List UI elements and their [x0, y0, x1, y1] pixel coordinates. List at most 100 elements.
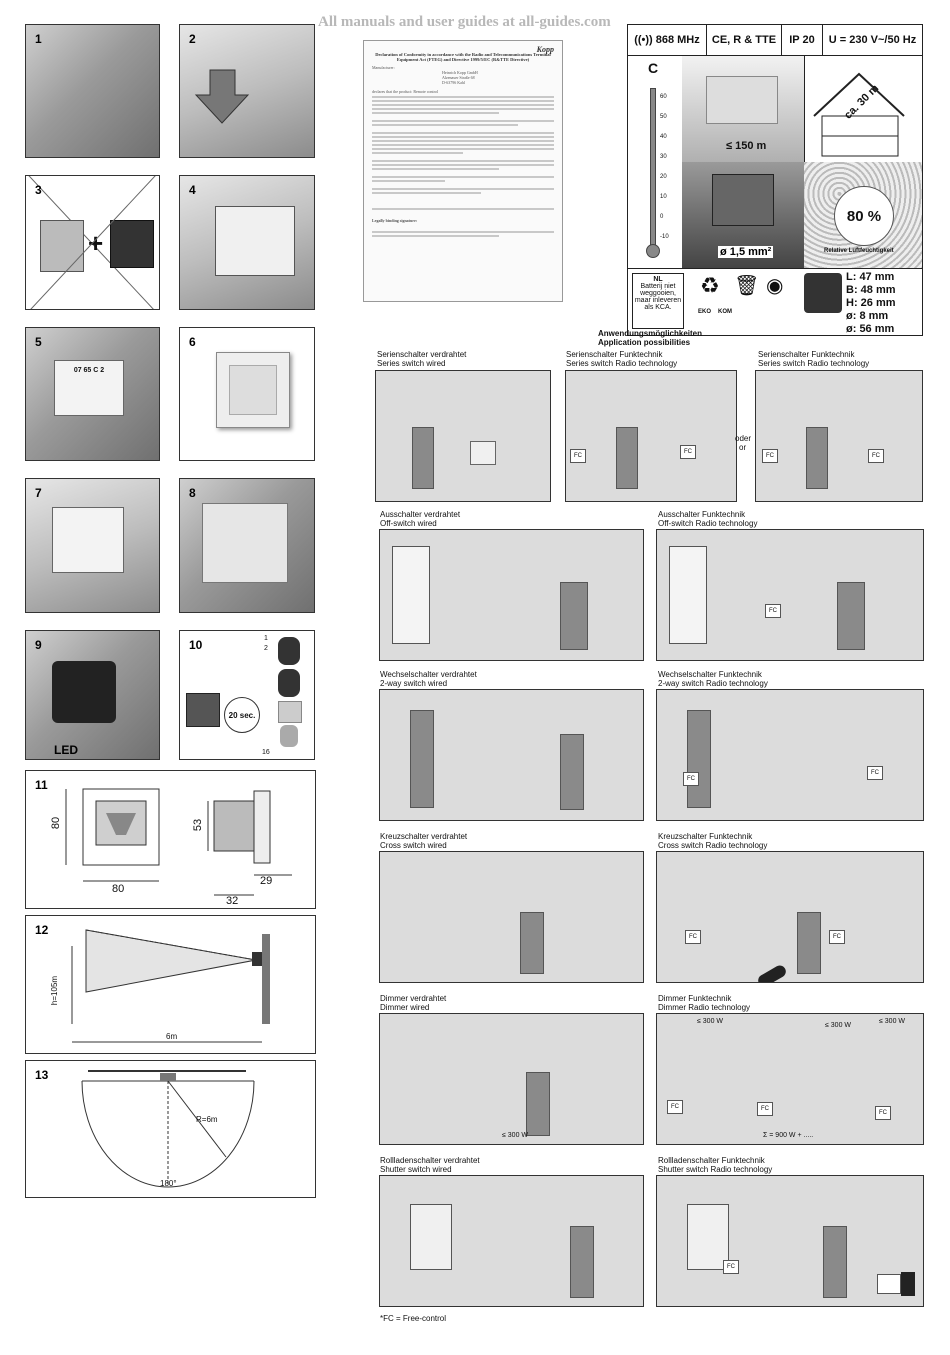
- temperature-tick: 50: [660, 114, 667, 120]
- two-way-radio-room: FC FC: [656, 689, 924, 821]
- temperature-tick: 10: [660, 194, 667, 200]
- dimension-value: H: 26 mm: [846, 297, 896, 309]
- cross-radio-room: FC FC: [656, 851, 924, 983]
- step-2-photo: 2: [179, 24, 315, 158]
- dimension-drawing: [65, 788, 292, 896]
- step-number: 11: [35, 778, 48, 792]
- dim-height: 80: [50, 816, 63, 830]
- application-title-de: Anwendungsmöglichkeiten: [598, 329, 703, 338]
- bin-icon: 🗑: [734, 275, 760, 297]
- step-3-diagram: 3 +: [25, 175, 160, 310]
- channel-first: 1: [264, 635, 268, 642]
- step-number: 6: [189, 335, 196, 349]
- range-indoor: ca. 30 m: [804, 56, 922, 163]
- dimension-value: ø: 56 mm: [846, 323, 895, 335]
- brand-logo: Kopp: [536, 45, 554, 54]
- step-number: 13: [35, 1068, 49, 1082]
- spec-ip: IP 20: [782, 25, 823, 55]
- power-limit: ≤ 300 W: [825, 1022, 852, 1029]
- step-number: 5: [35, 335, 42, 349]
- height-label: h=105m: [50, 975, 60, 1006]
- step-1-photo: 1: [25, 24, 160, 158]
- humidity-label: Relative Luftfeuchtigkeit: [824, 248, 894, 254]
- step-13-detection-top: 13 R=6m 180°: [25, 1060, 316, 1198]
- fc-remote: FC: [757, 1102, 773, 1116]
- watermark: All manuals and user guides at all-guide…: [318, 14, 611, 30]
- fc-remote: FC: [683, 772, 699, 786]
- actuator-module: [186, 693, 220, 727]
- battery-notice: NL Batterij niet weggooien, maar inlever…: [632, 273, 684, 329]
- declares-text: declares that the product: Remote contro…: [372, 89, 439, 94]
- step-number: 9: [35, 638, 42, 652]
- step-12-detection-side: 12 h=105m 6m: [25, 915, 316, 1054]
- humidity-value: 80 %: [834, 186, 894, 246]
- step-number: 4: [189, 183, 196, 197]
- motion-sensor-frame: [216, 352, 290, 428]
- power-limit: ≤ 300 W: [697, 1018, 724, 1025]
- step-7-photo: 7: [25, 478, 160, 613]
- led-label: LED: [54, 743, 78, 757]
- channel-second: 2: [264, 645, 268, 652]
- step-number: 8: [189, 486, 196, 500]
- step-9-photo: 9 LED: [25, 630, 160, 760]
- manufacturer-city: D-63796 Kahl: [442, 80, 465, 85]
- manufacturer-label: Manufacturer:: [372, 65, 395, 70]
- hand-icon: [280, 725, 298, 747]
- step-5-photo: 5 07 65 C 2: [25, 327, 160, 461]
- detection-range-top: [81, 1070, 255, 1188]
- nl-badge: NL: [653, 276, 663, 283]
- spec-table: ((•))868 MHz CE, R & TTE IP 20 U = 230 V…: [627, 24, 923, 336]
- thermometer-icon: [650, 88, 656, 250]
- dim-29: 29: [260, 875, 273, 887]
- footnote: *FC = Free-control: [380, 1314, 447, 1323]
- fc-remote: FC: [868, 449, 884, 463]
- power-limit: ≤ 300 W: [502, 1132, 529, 1139]
- step-11-dimensions: 11 80 80 53 29 32: [25, 770, 316, 909]
- step-4-photo: 4: [179, 175, 315, 310]
- manufacturer-street: Alzenauer Straße 68: [442, 75, 475, 80]
- series-wired-room: [375, 370, 551, 502]
- wall-switch: [470, 441, 496, 465]
- spec-bottom: NL Batterij niet weggooien, maar inlever…: [628, 269, 922, 335]
- module-wiring: [712, 174, 774, 226]
- channel-last: 16: [262, 749, 270, 756]
- recycling-icons: ♻ 🗑 ◉ EKO KOM: [690, 273, 800, 329]
- fc-remote: FC: [875, 1106, 891, 1120]
- step-number: 10: [189, 638, 203, 652]
- fc-remote: FC: [723, 1260, 739, 1274]
- old-switch: [40, 220, 84, 272]
- spec-voltage: U = 230 V~/50 Hz: [828, 34, 917, 46]
- temperature-tick: 40: [660, 134, 667, 140]
- radio-waves-icon: ((•)): [634, 34, 653, 46]
- step-number: 2: [189, 32, 196, 46]
- dimmer-radio-room: ≤ 300 W ≤ 300 W ≤ 300 W FC FC FC Σ = 900…: [656, 1013, 924, 1145]
- step-8-photo: 8: [179, 478, 315, 613]
- step-number: 12: [35, 923, 49, 937]
- two-way-wired-room: [379, 689, 644, 821]
- shutter-wired-room: [379, 1175, 644, 1307]
- remote-control: [278, 669, 300, 697]
- series-radio-room-alt: FC FC: [755, 370, 923, 502]
- fc-remote: FC: [667, 1100, 683, 1114]
- humidity-spec: 80 % Relative Luftfeuchtigkeit: [804, 162, 922, 268]
- application-title: Anwendungsmöglichkeiten Application poss…: [598, 329, 702, 347]
- off-switch-radio-room: FC: [656, 529, 924, 661]
- step-6-photo: 6: [179, 327, 315, 461]
- battery-text: Batterij niet weggooien, maar inleveren …: [634, 283, 682, 311]
- temperature-tick: 30: [660, 154, 667, 160]
- temperature-tick: 60: [660, 94, 667, 100]
- house-photo: [706, 76, 778, 124]
- plus-icon: +: [88, 228, 104, 258]
- remote-control: [901, 1272, 915, 1296]
- module-front: [52, 507, 124, 573]
